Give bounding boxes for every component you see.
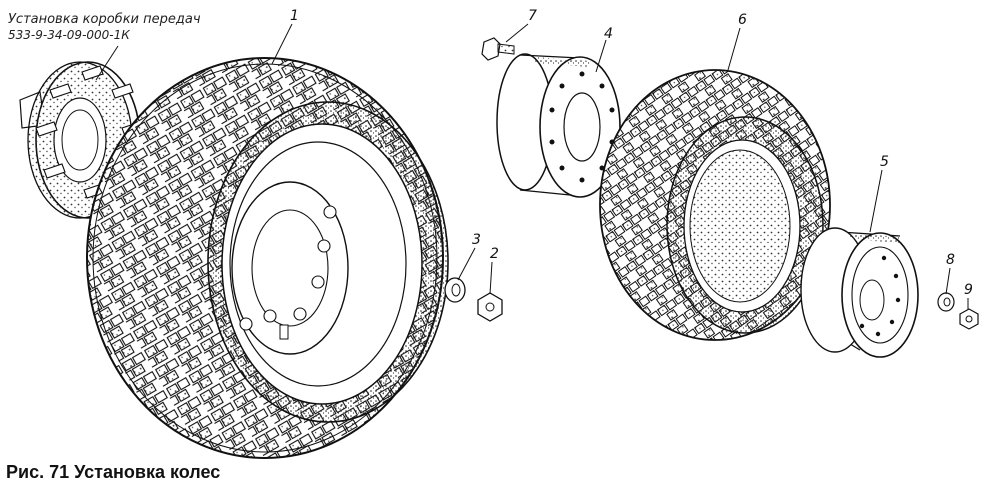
figure-caption: Рис. 71 Установка колес bbox=[6, 462, 221, 482]
callout-9: 9 bbox=[964, 282, 973, 298]
nut-2 bbox=[477, 292, 503, 322]
tire-6 bbox=[599, 69, 831, 341]
callout-6: 6 bbox=[738, 12, 747, 28]
rim-5 bbox=[800, 227, 919, 358]
washer-3 bbox=[444, 277, 466, 303]
leader-lines bbox=[95, 23, 969, 310]
tire-1 bbox=[86, 57, 449, 459]
callout-5: 5 bbox=[880, 154, 889, 170]
callout-7: 7 bbox=[528, 8, 537, 24]
callout-3: 3 bbox=[472, 232, 481, 248]
washer-8 bbox=[937, 292, 955, 312]
rim-disc-4 bbox=[496, 53, 621, 198]
callout-2: 2 bbox=[490, 246, 499, 262]
nut-9 bbox=[959, 308, 979, 330]
annotation-line2: 533-9-34-09-000-1К bbox=[8, 28, 130, 42]
callout-4: 4 bbox=[604, 26, 613, 42]
bolt-7 bbox=[481, 37, 515, 61]
annotation-line1: Установка коробки передач bbox=[8, 12, 201, 27]
callout-1: 1 bbox=[290, 8, 299, 24]
callout-8: 8 bbox=[946, 252, 955, 268]
